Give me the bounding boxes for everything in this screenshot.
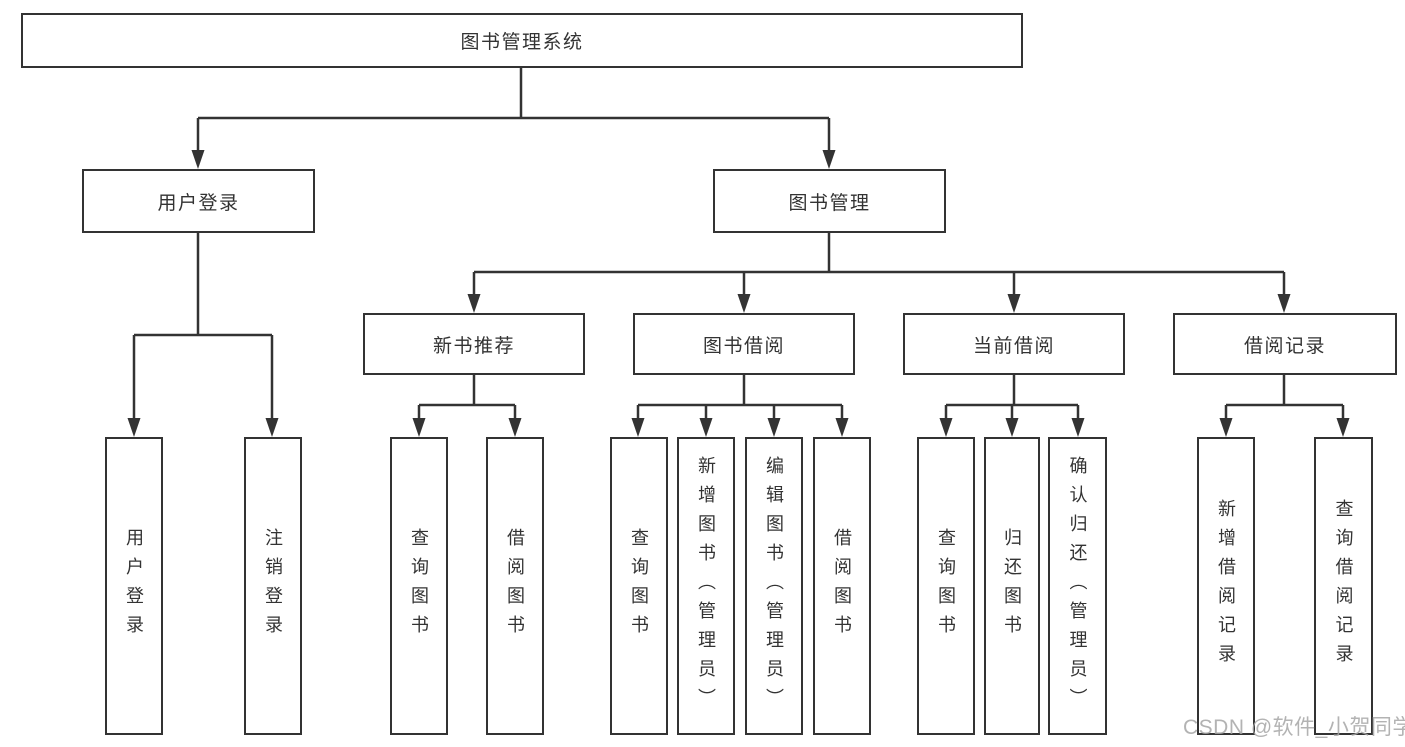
node-label: 图书借阅: [702, 335, 785, 357]
node-label: 用户登录: [124, 528, 144, 644]
leaf-confirm-return-admin: 确认归还（管理员）: [1048, 437, 1107, 735]
node-label: 新增图书（管理员）: [696, 455, 716, 717]
node-book-borrow: 图书借阅: [633, 313, 855, 375]
leaf-user-login: 用户登录: [105, 437, 163, 735]
node-label: 图书管理系统: [460, 32, 584, 53]
leaf-query-book-recommend: 查询图书: [390, 437, 448, 735]
node-label: 用户登录: [157, 192, 240, 214]
node-label: 借阅记录: [1243, 335, 1326, 357]
node-borrow-record: 借阅记录: [1173, 313, 1397, 375]
arrow-down-icons: [127, 150, 1350, 437]
leaf-edit-book-admin: 编辑图书（管理员）: [745, 437, 803, 735]
node-label: 当前借阅: [972, 335, 1055, 357]
leaf-query-borrow-record: 查询借阅记录: [1314, 437, 1373, 735]
leaf-borrow-book: 借阅图书: [813, 437, 871, 735]
node-label: 借阅图书: [505, 528, 525, 644]
leaf-logout: 注销登录: [244, 437, 302, 735]
node-label: 借阅图书: [832, 528, 852, 644]
node-label: 新增借阅记录: [1216, 499, 1236, 673]
node-label: 图书管理: [788, 192, 871, 214]
node-label: 注销登录: [263, 528, 283, 644]
node-label: 查询图书: [629, 528, 649, 644]
leaf-return-book: 归还图书: [984, 437, 1040, 735]
leaf-query-book-current: 查询图书: [917, 437, 975, 735]
leaf-add-book-admin: 新增图书（管理员）: [677, 437, 735, 735]
node-label: 查询图书: [936, 528, 956, 644]
leaf-add-borrow-record: 新增借阅记录: [1197, 437, 1255, 735]
node-label: 编辑图书（管理员）: [764, 455, 784, 717]
node-label: 归还图书: [1002, 528, 1022, 644]
node-user-login: 用户登录: [82, 169, 315, 233]
node-label: 查询借阅记录: [1333, 499, 1354, 673]
csdn-watermark: CSDN @软件_小贺同学: [1183, 716, 1405, 739]
node-label: 查询图书: [409, 528, 429, 644]
leaf-query-book-borrow: 查询图书: [610, 437, 668, 735]
node-current-borrow: 当前借阅: [903, 313, 1125, 375]
node-label: 确认归还（管理员）: [1067, 455, 1088, 717]
node-new-book-recommend: 新书推荐: [363, 313, 585, 375]
node-book-management: 图书管理: [713, 169, 946, 233]
node-library-system: 图书管理系统: [21, 13, 1023, 68]
node-label: 新书推荐: [432, 335, 515, 357]
leaf-borrow-book-recommend: 借阅图书: [486, 437, 544, 735]
